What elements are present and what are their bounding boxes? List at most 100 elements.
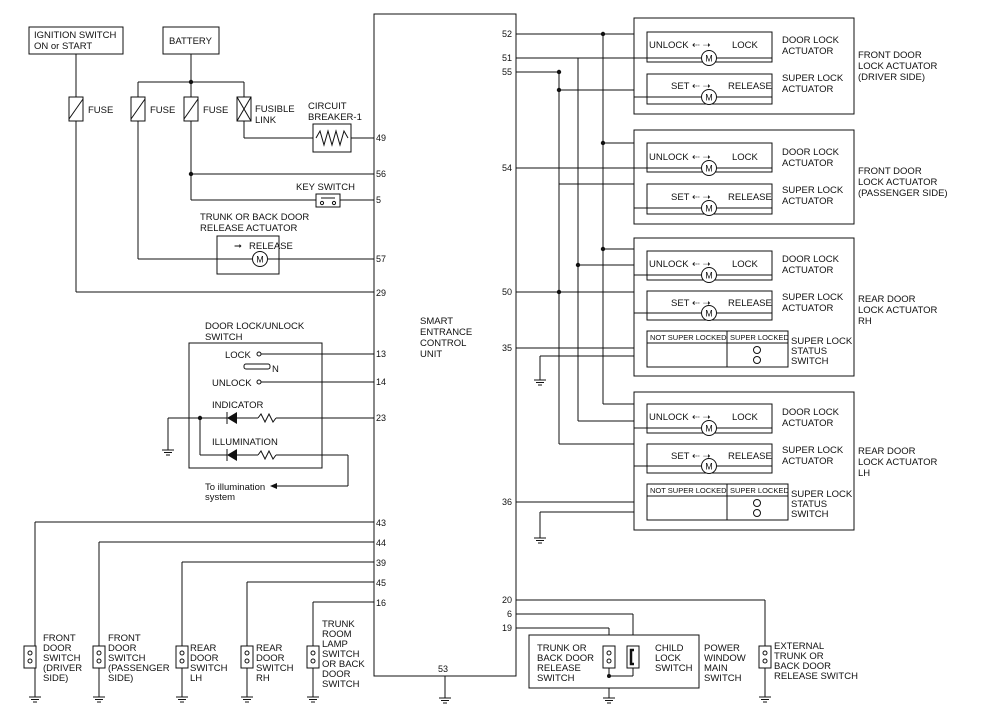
circuit-breaker-icon bbox=[312, 123, 352, 153]
svg-text:➞: ➞ bbox=[234, 241, 242, 252]
svg-text:19: 19 bbox=[502, 623, 512, 633]
svg-text:FUSE: FUSE bbox=[150, 105, 175, 116]
svg-text:OR BACK: OR BACK bbox=[322, 659, 365, 670]
svg-text:REAR DOOR: REAR DOOR bbox=[858, 294, 916, 305]
svg-text:LH: LH bbox=[190, 673, 202, 684]
svg-text:TRUNK OR: TRUNK OR bbox=[537, 643, 587, 654]
svg-text:UNIT: UNIT bbox=[420, 349, 442, 360]
svg-text:LOCK: LOCK bbox=[732, 40, 759, 51]
door-lock-motor-icon bbox=[701, 50, 717, 66]
svg-text:STATUS: STATUS bbox=[791, 499, 827, 510]
svg-text:ON or START: ON or START bbox=[34, 41, 92, 52]
trunk-release-switch: TRUNK OR BACK DOOR RELEASE SWITCH bbox=[537, 643, 616, 684]
svg-text:POWER: POWER bbox=[704, 643, 740, 654]
svg-text:LAMP: LAMP bbox=[322, 639, 348, 650]
control-unit-box bbox=[373, 13, 517, 677]
svg-text:BREAKER-1: BREAKER-1 bbox=[308, 112, 362, 123]
front-door-lock-actuator-driver: UNLOCK ⇠ ➝ LOCK DOOR LOCK ACTUATOR SET ⇠… bbox=[633, 17, 937, 115]
svg-text:(PASSENGER SIDE): (PASSENGER SIDE) bbox=[858, 188, 948, 199]
svg-text:RELEASE: RELEASE bbox=[728, 192, 772, 203]
svg-text:SWITCH: SWITCH bbox=[791, 509, 829, 520]
svg-text:system: system bbox=[205, 492, 235, 503]
svg-text:EXTERNAL: EXTERNAL bbox=[774, 641, 824, 652]
svg-text:36: 36 bbox=[502, 497, 512, 507]
svg-text:⇠ ➝: ⇠ ➝ bbox=[692, 259, 711, 270]
svg-text:NOT SUPER LOCKED: NOT SUPER LOCKED bbox=[650, 333, 727, 342]
svg-text:To illumination: To illumination bbox=[205, 482, 265, 493]
svg-text:SWITCH: SWITCH bbox=[322, 679, 360, 690]
svg-text:RELEASE SWITCH: RELEASE SWITCH bbox=[774, 671, 858, 682]
external-trunk-release-switch: EXTERNAL TRUNK OR BACK DOOR RELEASE SWIT… bbox=[758, 641, 858, 703]
svg-text:SWITCH: SWITCH bbox=[791, 356, 829, 367]
svg-text:50: 50 bbox=[502, 287, 512, 297]
left-pin-numbers: 49 56 5 57 29 13 14 23 43 44 39 45 16 bbox=[376, 133, 386, 608]
svg-text:INDICATOR: INDICATOR bbox=[212, 400, 264, 411]
svg-text:BACK DOOR: BACK DOOR bbox=[537, 653, 594, 664]
svg-text:LOCK: LOCK bbox=[732, 259, 759, 270]
svg-text:ACTUATOR: ACTUATOR bbox=[782, 84, 834, 95]
svg-text:UNLOCK: UNLOCK bbox=[649, 259, 689, 270]
trunk-motor-icon bbox=[252, 251, 268, 267]
svg-text:FUSIBLE: FUSIBLE bbox=[255, 104, 295, 115]
svg-text:ENTRANCE: ENTRANCE bbox=[420, 327, 472, 338]
svg-text:NOT SUPER LOCKED: NOT SUPER LOCKED bbox=[650, 486, 727, 495]
fuse-1-icon bbox=[130, 96, 146, 122]
door-lock-unlock-switch: DOOR LOCK/UNLOCK SWITCH LOCK N UNLOCK IN… bbox=[161, 321, 374, 503]
svg-text:ACTUATOR: ACTUATOR bbox=[782, 158, 834, 169]
svg-text:FRONT DOOR: FRONT DOOR bbox=[858, 166, 922, 177]
svg-text:RELEASE: RELEASE bbox=[728, 298, 772, 309]
svg-text:SWITCH: SWITCH bbox=[704, 673, 742, 684]
svg-text:SUPER LOCKED: SUPER LOCKED bbox=[730, 486, 789, 495]
svg-text:20: 20 bbox=[502, 595, 512, 605]
svg-text:LOCK: LOCK bbox=[225, 350, 252, 361]
svg-text:UNLOCK: UNLOCK bbox=[649, 412, 689, 423]
super-lock-status-switch-lh: NOT SUPER LOCKED SUPER LOCKED bbox=[646, 483, 789, 521]
super-lock-motor-icon bbox=[701, 89, 717, 105]
svg-text:CIRCUIT: CIRCUIT bbox=[308, 101, 347, 112]
svg-text:6: 6 bbox=[507, 609, 512, 619]
svg-text:SUPER LOCK: SUPER LOCK bbox=[782, 292, 844, 303]
trunk-room-lamp-switch: TRUNK ROOM LAMP SWITCH OR BACK DOOR SWIT… bbox=[306, 619, 365, 703]
super-lock-motor-icon bbox=[701, 200, 717, 216]
power-window-main-switch: TRUNK OR BACK DOOR RELEASE SWITCH CHILD … bbox=[528, 634, 700, 689]
svg-text:⇠ ➝: ⇠ ➝ bbox=[692, 192, 711, 203]
svg-text:SUPER LOCK: SUPER LOCK bbox=[782, 445, 844, 456]
svg-text:TRUNK OR BACK DOOR: TRUNK OR BACK DOOR bbox=[200, 212, 309, 223]
svg-text:⇠ ➝: ⇠ ➝ bbox=[692, 81, 711, 92]
fusible-link-icon bbox=[236, 96, 252, 122]
svg-text:LOCK: LOCK bbox=[732, 412, 759, 423]
svg-text:DOOR LOCK/UNLOCK: DOOR LOCK/UNLOCK bbox=[205, 321, 305, 332]
door-switch-icon bbox=[23, 645, 37, 669]
svg-text:5: 5 bbox=[376, 195, 381, 205]
svg-text:SUPER LOCK: SUPER LOCK bbox=[791, 336, 853, 347]
svg-text:35: 35 bbox=[502, 343, 512, 353]
svg-text:⇠ ➝: ⇠ ➝ bbox=[692, 412, 711, 423]
svg-text:57: 57 bbox=[376, 254, 386, 264]
svg-text:52: 52 bbox=[502, 29, 512, 39]
svg-text:SWITCH: SWITCH bbox=[655, 663, 693, 674]
svg-text:REAR: REAR bbox=[190, 643, 217, 654]
ignition-fuse-icon bbox=[68, 96, 84, 122]
svg-text:44: 44 bbox=[376, 538, 386, 548]
svg-text:FUSE: FUSE bbox=[88, 105, 113, 116]
svg-text:DOOR: DOOR bbox=[322, 669, 351, 680]
door-lock-motor-icon bbox=[701, 267, 717, 283]
svg-text:RH: RH bbox=[256, 673, 270, 684]
door-switch-icon bbox=[758, 645, 772, 669]
door-switch-icon bbox=[602, 645, 616, 669]
svg-text:(DRIVER SIDE): (DRIVER SIDE) bbox=[858, 72, 925, 83]
svg-text:ACTUATOR: ACTUATOR bbox=[782, 303, 834, 314]
svg-text:⇠ ➝: ⇠ ➝ bbox=[692, 40, 711, 51]
svg-text:⇠ ➝: ⇠ ➝ bbox=[692, 451, 711, 462]
door-lock-motor-icon bbox=[701, 160, 717, 176]
svg-text:SET: SET bbox=[671, 192, 690, 203]
svg-text:LOCK ACTUATOR: LOCK ACTUATOR bbox=[858, 305, 937, 316]
svg-text:SET: SET bbox=[671, 451, 690, 462]
svg-text:56: 56 bbox=[376, 169, 386, 179]
svg-text:SWITCH: SWITCH bbox=[322, 649, 360, 660]
svg-text:LOCK ACTUATOR: LOCK ACTUATOR bbox=[858, 457, 937, 468]
svg-text:SWITCH: SWITCH bbox=[43, 653, 81, 664]
svg-text:DOOR: DOOR bbox=[256, 653, 285, 664]
control-unit-label: SMART ENTRANCE CONTROL UNIT bbox=[420, 316, 472, 360]
svg-text:SIDE): SIDE) bbox=[43, 673, 68, 684]
